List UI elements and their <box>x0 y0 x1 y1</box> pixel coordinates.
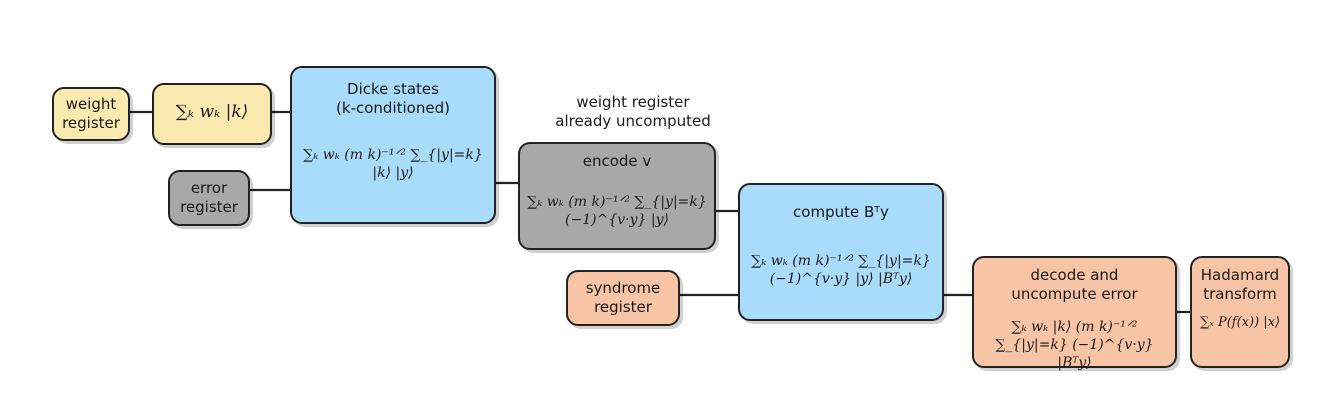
compute-formula: ∑ₖ wₖ (m k)⁻¹ᐟ² ∑_{|y|=k} (−1)^{v·y} |y⟩… <box>751 253 931 287</box>
hadamard-title: Hadamard transform <box>1200 266 1280 303</box>
weight-register-label: weight register <box>62 95 120 132</box>
error-register-label: error register <box>180 179 238 216</box>
dicke-states-title: Dicke states (k-conditioned) <box>336 80 450 117</box>
encode-v-box: encode v ∑ₖ wₖ (m k)⁻¹ᐟ² ∑_{|y|=k} (−1)^… <box>518 142 716 250</box>
encode-v-title: encode v <box>582 152 652 170</box>
dicke-states-formula: ∑ₖ wₖ (m k)⁻¹ᐟ² ∑_{|y|=k} |k⟩ |y⟩ <box>303 147 483 181</box>
error-register-box: error register <box>168 170 250 226</box>
hadamard-formula: ∑ₓ P(f(x)) |x⟩ <box>1199 315 1281 330</box>
decode-title: decode and uncompute error <box>1011 266 1138 303</box>
weight-register-box: weight register <box>52 87 130 141</box>
encode-v-formula: ∑ₖ wₖ (m k)⁻¹ᐟ² ∑_{|y|=k} (−1)^{v·y} |y⟩ <box>527 194 707 228</box>
syndrome-register-label: syndrome register <box>585 279 661 316</box>
syndrome-register-box: syndrome register <box>566 270 680 326</box>
uncomputed-note-text: weight register already uncomputed <box>555 93 711 130</box>
decode-formula: ∑ₖ wₖ |k⟩ (m k)⁻¹ᐟ² ∑_{|y|=k} (−1)^{v·y}… <box>995 319 1154 371</box>
dicke-states-box: Dicke states (k-conditioned) ∑ₖ wₖ (m k)… <box>290 66 496 224</box>
weighted-sum-box: ∑ₖ wₖ |k⟩ <box>152 83 272 145</box>
compute-title: compute Bᵀy <box>793 203 889 221</box>
uncomputed-note: weight register already uncomputed <box>548 93 718 131</box>
compute-box: compute Bᵀy ∑ₖ wₖ (m k)⁻¹ᐟ² ∑_{|y|=k} (−… <box>738 183 944 321</box>
decode-box: decode and uncompute error ∑ₖ wₖ |k⟩ (m … <box>972 256 1177 371</box>
weighted-sum-formula: ∑ₖ wₖ |k⟩ <box>175 102 249 122</box>
hadamard-box: Hadamard transform ∑ₓ P(f(x)) |x⟩ <box>1190 256 1290 368</box>
